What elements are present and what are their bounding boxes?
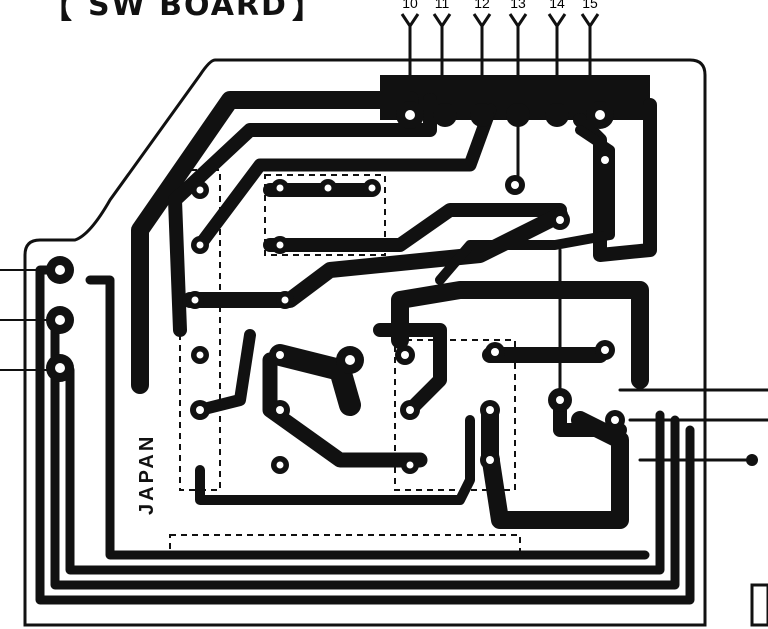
- pin-label-15: 15: [582, 0, 598, 11]
- pin-label-13: 13: [510, 0, 526, 11]
- japan-mark: JAPAN: [136, 434, 158, 515]
- title-bracket-right: 】: [292, 0, 322, 26]
- board-outline: [23, 58, 707, 627]
- board-title-text: SW BOARD: [88, 0, 288, 23]
- solder-pads: [46, 101, 758, 474]
- pin-label-10: 10: [402, 0, 418, 11]
- pin-label-12: 12: [474, 0, 490, 11]
- pin-label-11: 11: [435, 0, 450, 11]
- title-bracket-left: 【: [42, 0, 72, 26]
- corner-box: [750, 583, 768, 627]
- copper-traces: [0, 91, 768, 605]
- board-title: 【 SW BOARD 】: [42, 0, 322, 26]
- pin-label-14: 14: [549, 0, 565, 11]
- silkscreen-outlines: [169, 169, 521, 556]
